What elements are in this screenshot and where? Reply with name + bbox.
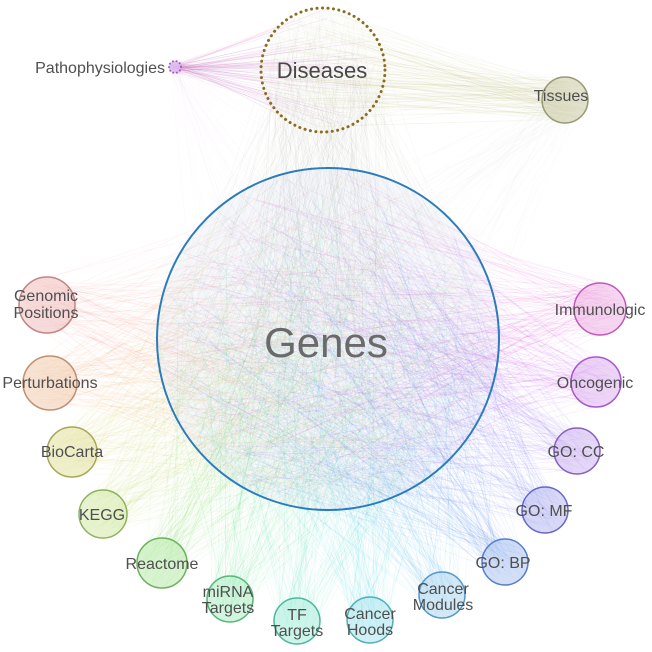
node-circle-tf-targets[interactable] [273, 597, 321, 645]
node-circle-mirna-targets[interactable] [206, 575, 254, 623]
node-label-go-mf: GO: MF [516, 503, 573, 520]
edge-bundle-diseases-pathophysiologies [169, 9, 361, 126]
node-label-biocarta: BioCarta [41, 444, 103, 461]
node-label-oncogenic: Oncogenic [557, 375, 634, 392]
node-label-perturbations: Perturbations [2, 375, 97, 392]
node-label-go-cc: GO: CC [548, 444, 605, 461]
node-biocarta[interactable]: BioCarta [41, 426, 103, 478]
edge-bundle-tissues-genes [163, 78, 585, 502]
node-oncogenic[interactable]: Oncogenic [557, 356, 634, 408]
node-circle-go-bp[interactable] [481, 538, 529, 586]
node-circle-immunologic[interactable] [573, 282, 627, 336]
edge-bundle-mirna-targets-genes [157, 173, 489, 622]
edge-bundle-go-mf-genes [168, 177, 567, 533]
node-circle-genes[interactable] [156, 167, 500, 511]
node-label-kegg: KEGG [79, 507, 125, 524]
edge-bundle-cancer-modules-genes [171, 175, 485, 618]
node-go-mf[interactable]: GO: MF [516, 486, 573, 534]
node-label-go-bp: GO: BP [475, 555, 530, 572]
node-label-reactome: Reactome [126, 556, 199, 573]
node-label-pathophysiologies: Pathophysiologies [35, 60, 165, 77]
node-go-cc[interactable]: GO: CC [548, 427, 605, 475]
node-tissues[interactable]: Tissues [534, 76, 589, 124]
node-circle-diseases[interactable] [259, 6, 387, 134]
node-circle-go-mf[interactable] [521, 486, 569, 534]
edge-bundle-pathophysiologies-genes [168, 61, 499, 503]
node-kegg[interactable]: KEGG [78, 489, 128, 539]
node-circle-reactome[interactable] [136, 537, 188, 589]
edge-bundle-kegg-genes [80, 173, 483, 537]
edge-bundle-genomic-positions-genes [21, 175, 490, 498]
node-circle-oncogenic[interactable] [570, 356, 622, 408]
edge-bundle-oncogenic-genes [164, 179, 621, 494]
edge-bundle-tf-targets-genes [174, 176, 489, 643]
node-circle-cancer-modules[interactable] [418, 571, 466, 619]
node-label-immunologic: Immunologic [555, 302, 646, 319]
edge-bundle-diseases-genes [159, 8, 498, 508]
node-circle-cancer-hoods[interactable] [346, 596, 394, 644]
node-go-bp[interactable]: GO: BP [475, 538, 531, 586]
edge-bundle-diseases-pathophysiologies [169, 17, 383, 127]
node-perturbations[interactable]: Perturbations [2, 355, 98, 411]
node-label-genes: Genes [264, 319, 388, 366]
node-genes[interactable]: Genes [156, 167, 500, 511]
node-reactome[interactable]: Reactome [126, 537, 199, 589]
node-circle-tissues[interactable] [541, 76, 589, 124]
node-circle-genomic-positions[interactable] [18, 276, 76, 334]
node-circle-perturbations[interactable] [22, 355, 78, 411]
edge-bundles [21, 8, 626, 643]
node-circle-biocarta[interactable] [46, 426, 98, 478]
node-circle-go-cc[interactable] [553, 427, 601, 475]
node-diseases[interactable]: Diseases [259, 6, 387, 134]
node-immunologic[interactable]: Immunologic [555, 282, 646, 336]
edge-bundle-reactome-genes [137, 179, 491, 588]
edge-bundle-biocarta-genes [47, 174, 495, 493]
node-pathophysiologies[interactable]: Pathophysiologies [35, 60, 182, 77]
node-circle-kegg[interactable] [78, 489, 128, 539]
node-circle-pathophysiologies[interactable] [168, 60, 182, 74]
node-label-diseases: Diseases [277, 58, 367, 83]
node-label-tissues: Tissues [534, 88, 589, 105]
